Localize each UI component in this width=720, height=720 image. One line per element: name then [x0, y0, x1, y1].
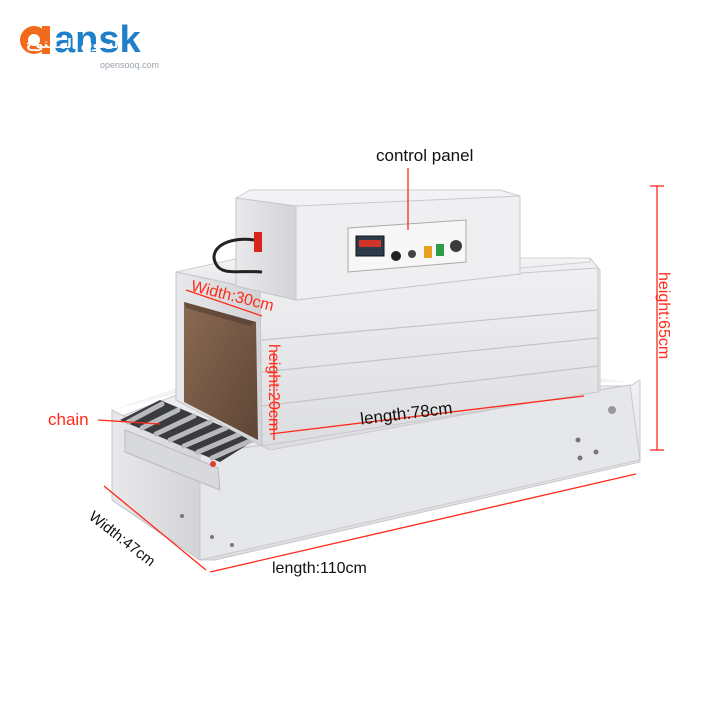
logo-arabic-text: السوق المفتوح [26, 37, 123, 52]
logo-subtext: opensooq.com [100, 60, 159, 70]
dimension-lines [97, 168, 664, 573]
opensooq-logo-icon: ansk السوق المفتوح opensooq.com [20, 19, 159, 70]
chain-rollers [120, 400, 255, 491]
logo-wordmark: ansk [54, 19, 141, 61]
control-panel-label: control panel [376, 146, 474, 165]
chain-label: chain [48, 410, 89, 429]
length-base-label: length:110cm [272, 560, 367, 577]
height-inner-label: height:20cm [265, 344, 282, 432]
heat-tunnel [175, 257, 601, 451]
site-logo: ansk السوق المفتوح opensooq.com [18, 16, 188, 76]
height-total-label: height:65cm [655, 272, 672, 360]
control-box [212, 189, 521, 301]
